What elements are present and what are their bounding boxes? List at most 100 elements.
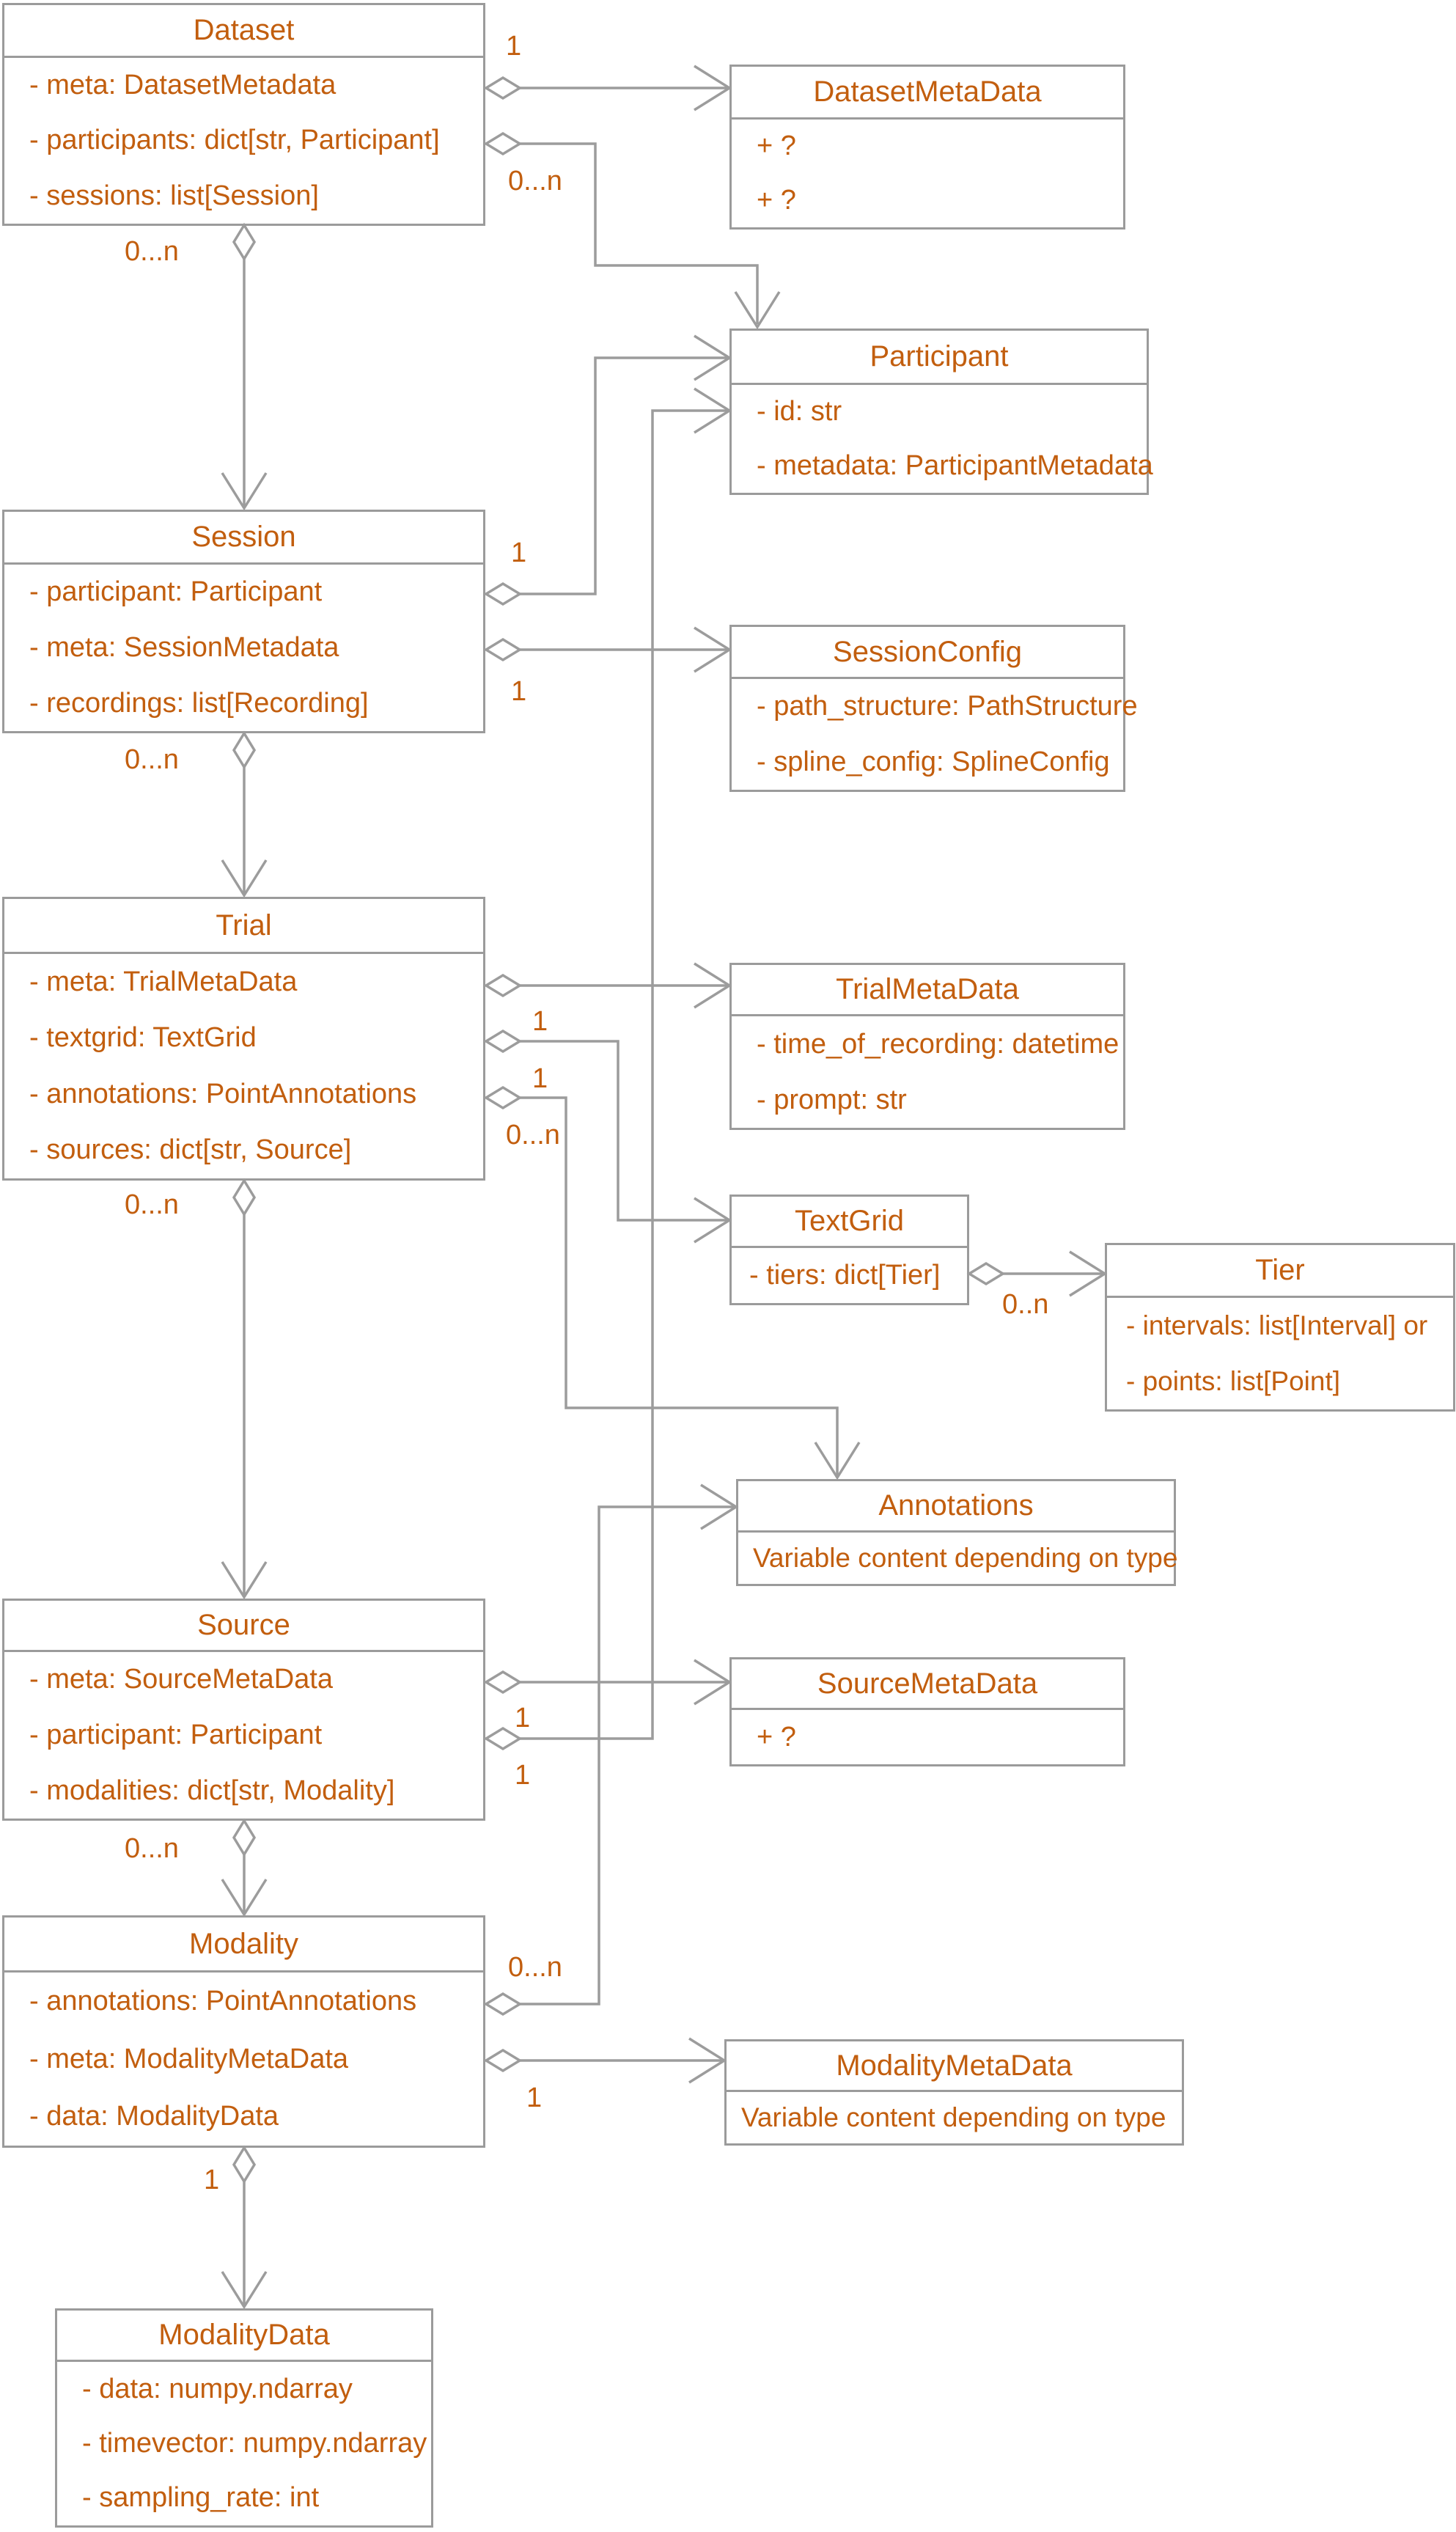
open-arrowhead — [688, 2037, 727, 2084]
class-title: Annotations — [738, 1481, 1174, 1533]
open-arrowhead — [221, 1561, 268, 1600]
class-title: Tier — [1107, 1245, 1453, 1298]
class-attribute: - annotations: PointAnnotations — [29, 1985, 417, 2017]
edge-modality-meta — [483, 2037, 727, 2084]
edge-session-recordings — [221, 730, 268, 898]
aggregation-diamond — [483, 2048, 523, 2073]
multiplicity-label: 1 — [526, 2083, 543, 2113]
open-arrowhead — [1069, 1250, 1108, 1297]
class-box-session: Session - participant: Participant - met… — [2, 510, 485, 733]
open-arrowhead — [694, 387, 732, 434]
class-attribute: + ? — [757, 184, 796, 216]
class-attributes: - participant: Participant - meta: Sessi… — [4, 565, 483, 731]
class-box-dataset: Dataset - meta: DatasetMetadata - partic… — [2, 3, 485, 226]
class-title: TextGrid — [732, 1197, 967, 1248]
class-attribute: - spline_config: SplineConfig — [757, 746, 1110, 777]
class-attribute: - metadata: ParticipantMetadata — [757, 449, 1153, 481]
class-attribute: - participants: dict[str, Participant] — [29, 125, 440, 156]
class-box-text-grid: TextGrid - tiers: dict[Tier] — [729, 1195, 969, 1305]
class-title: Session — [4, 512, 483, 565]
edge-modality-data — [221, 2145, 268, 2310]
class-attribute: - tiers: dict[Tier] — [749, 1260, 941, 1291]
class-attributes: - data: numpy.ndarray - timevector: nump… — [57, 2362, 431, 2525]
class-title: DatasetMetaData — [732, 67, 1123, 120]
edge-source-meta — [483, 1659, 732, 1706]
class-attribute: - meta: TrialMetaData — [29, 966, 298, 997]
edge-dataset-sessions — [221, 222, 268, 511]
open-arrowhead — [694, 1659, 732, 1706]
class-title: Source — [4, 1601, 483, 1652]
class-attribute: - annotations: PointAnnotations — [29, 1078, 417, 1109]
class-attribute: - modalities: dict[str, Modality] — [29, 1775, 395, 1806]
multiplicity-label: 1 — [506, 31, 522, 62]
class-box-annotations: Annotations Variable content depending o… — [736, 1479, 1177, 1586]
edge-trial-sources — [221, 1178, 268, 1600]
class-box-dataset-meta-data: DatasetMetaData + ? + ? — [729, 65, 1125, 230]
class-attribute: - sessions: list[Session] — [29, 180, 319, 211]
class-box-modality: Modality - annotations: PointAnnotations… — [2, 1915, 485, 2148]
class-attributes: - path_structure: PathStructure - spline… — [732, 679, 1138, 790]
open-arrowhead — [694, 65, 732, 111]
edge-modality-annotations — [483, 1483, 739, 2017]
aggregation-diamond — [232, 1178, 257, 1217]
open-arrowhead — [814, 1442, 861, 1480]
class-attribute: - data: numpy.ndarray — [82, 2373, 353, 2404]
class-attribute: - textgrid: TextGrid — [29, 1022, 257, 1054]
class-box-source-meta-data: SourceMetaData + ? — [729, 1657, 1125, 1766]
class-title: ModalityMetaData — [727, 2041, 1182, 2092]
class-attribute: + ? — [757, 1721, 796, 1753]
multiplicity-label: 1 — [511, 676, 527, 707]
class-title: Modality — [4, 1918, 483, 1973]
open-arrowhead — [221, 859, 268, 898]
class-attributes: Variable content depending on type — [727, 2092, 1182, 2143]
class-box-modality-meta-data: ModalityMetaData Variable content depend… — [724, 2039, 1184, 2146]
edge-source-modalities — [221, 1818, 268, 1918]
class-attributes: - meta: DatasetMetadata - participants: … — [4, 58, 483, 224]
aggregation-diamond — [483, 1670, 523, 1695]
class-box-source: Source - meta: SourceMetaData - particip… — [2, 1599, 485, 1821]
class-attribute: - meta: DatasetMetadata — [29, 70, 337, 101]
edge-source-participant — [483, 387, 732, 1751]
multiplicity-label: 0..n — [1002, 1289, 1049, 1320]
class-title: Dataset — [4, 5, 483, 58]
class-attributes: - meta: SourceMetaData - participant: Pa… — [4, 1652, 483, 1819]
aggregation-diamond — [483, 1992, 523, 2017]
multiplicity-label: 0...n — [125, 1833, 179, 1864]
multiplicity-label: 1 — [532, 1063, 548, 1094]
edge-trial-meta — [483, 962, 732, 1009]
class-attribute: - time_of_recording: datetime — [757, 1028, 1119, 1060]
multiplicity-label: 0...n — [125, 744, 179, 775]
class-attribute: - participant: Participant — [29, 1720, 323, 1750]
open-arrowhead — [694, 626, 732, 673]
aggregation-diamond — [483, 973, 523, 998]
class-box-tier: Tier - intervals: list[Interval] or - po… — [1105, 1243, 1455, 1412]
class-attributes: + ? + ? — [732, 120, 1123, 227]
class-attributes: - meta: TrialMetaData - textgrid: TextGr… — [4, 954, 483, 1178]
open-arrowhead — [694, 962, 732, 1009]
class-attribute: - timevector: numpy.ndarray — [82, 2427, 427, 2459]
open-arrowhead — [734, 291, 781, 330]
aggregation-diamond — [483, 76, 523, 100]
class-box-participant: Participant - id: str - metadata: Partic… — [729, 329, 1153, 495]
open-arrowhead — [221, 1879, 268, 1918]
class-attribute: - data: ModalityData — [29, 2101, 279, 2132]
aggregation-diamond — [232, 1818, 257, 1857]
class-attribute: - intervals: list[Interval] or — [1126, 1310, 1428, 1340]
class-box-session-config: SessionConfig - path_structure: PathStru… — [729, 625, 1138, 792]
class-title: Participant — [732, 331, 1147, 385]
open-arrowhead — [694, 1197, 732, 1244]
multiplicity-label: 1 — [532, 1006, 548, 1037]
class-title: SourceMetaData — [732, 1659, 1123, 1710]
open-arrowhead — [694, 334, 732, 381]
multiplicity-label: 1 — [515, 1760, 531, 1791]
class-attribute: - sources: dict[str, Source] — [29, 1134, 352, 1166]
edge-session-meta — [483, 626, 732, 673]
class-attribute: - points: list[Point] — [1126, 1366, 1341, 1396]
open-arrowhead — [221, 472, 268, 511]
class-title: ModalityData — [57, 2311, 431, 2362]
multiplicity-label: 0...n — [508, 166, 562, 197]
aggregation-diamond — [232, 2145, 257, 2184]
aggregation-diamond — [483, 637, 523, 662]
class-attribute: - meta: ModalityMetaData — [29, 2043, 349, 2074]
